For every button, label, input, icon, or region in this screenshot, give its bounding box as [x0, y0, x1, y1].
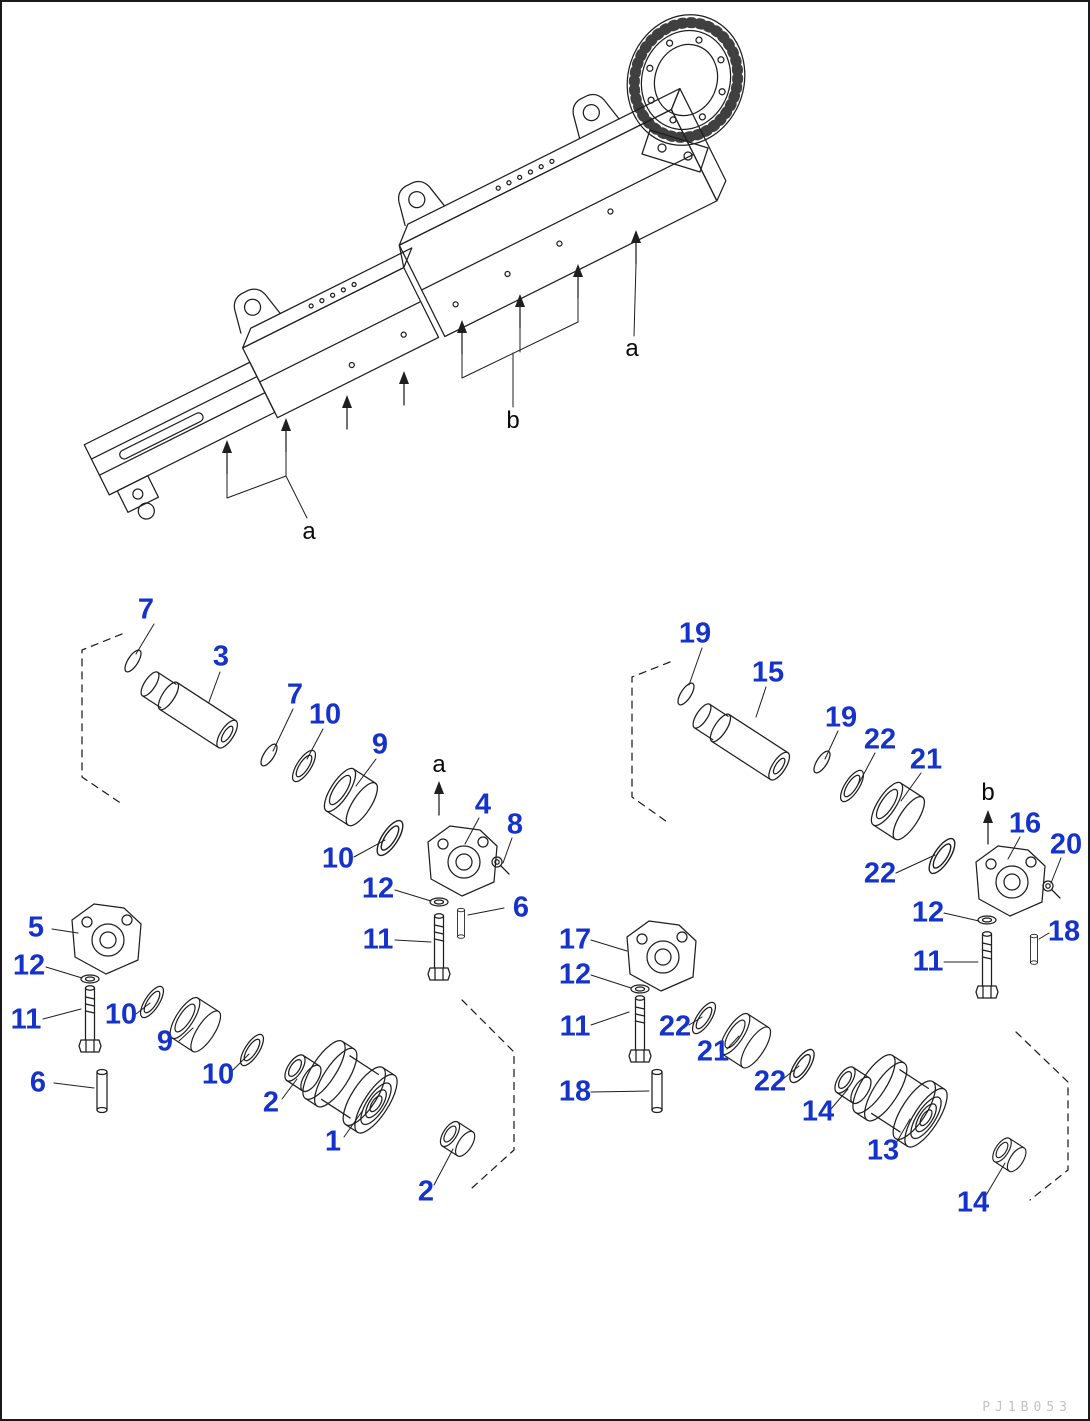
part-callout-11: 11 [362, 923, 394, 956]
part-callout-3: 3 [212, 640, 230, 673]
part-callout-10: 10 [321, 842, 355, 875]
part-callout-1: 1 [324, 1125, 342, 1158]
part-callout-14: 14 [956, 1186, 990, 1219]
part-callout-17: 17 [558, 923, 592, 956]
part-callout-10: 10 [201, 1058, 235, 1091]
part-callout-11: 11 [912, 945, 944, 978]
part-callout-4: 4 [474, 788, 492, 821]
part-callout-5: 5 [27, 911, 45, 944]
part-callout-19: 19 [824, 701, 858, 734]
section-letter-a: a [432, 751, 446, 778]
part-callout-12: 12 [911, 896, 945, 929]
part-callout-18: 18 [1047, 915, 1081, 948]
part-callout-6: 6 [29, 1066, 47, 1099]
part-callout-8: 8 [506, 808, 524, 841]
drawing-number: PJ1B053 [982, 1400, 1072, 1415]
right-roller-assembly [590, 647, 1069, 1201]
part-callout-7: 7 [137, 593, 155, 626]
part-callout-20: 20 [1049, 828, 1083, 861]
part-callout-10: 10 [308, 698, 342, 731]
part-callout-2: 2 [262, 1086, 280, 1119]
part-callout-9: 9 [371, 728, 389, 761]
part-callout-15: 15 [751, 656, 785, 689]
section-letter-b: b [981, 779, 995, 806]
part-callout-19: 19 [678, 617, 712, 650]
part-callout-11: 11 [559, 1010, 591, 1043]
part-callout-12: 12 [12, 949, 46, 982]
leader-lines-right [590, 647, 1062, 1198]
part-callout-22: 22 [658, 1010, 692, 1043]
part-callout-21: 21 [909, 743, 943, 776]
part-callout-12: 12 [361, 872, 395, 905]
part-callout-22: 22 [753, 1065, 787, 1098]
part-callout-7: 7 [286, 678, 304, 711]
leader-lines-left [42, 623, 513, 1186]
part-callout-22: 22 [863, 723, 897, 756]
part-callout-2: 2 [417, 1175, 435, 1208]
part-callout-16: 16 [1008, 807, 1042, 840]
part-callout-14: 14 [801, 1095, 835, 1128]
part-callout-21: 21 [696, 1035, 730, 1068]
bolt-position-arrows [221, 229, 642, 519]
track-frame-beam [83, 86, 727, 520]
part-callout-9: 9 [156, 1025, 174, 1058]
section-letter-a: a [302, 518, 316, 545]
part-callout-22: 22 [863, 857, 897, 890]
part-callout-11: 11 [10, 1003, 42, 1036]
part-callout-6: 6 [512, 891, 530, 924]
part-callout-13: 13 [866, 1134, 900, 1167]
left-roller-assembly [42, 623, 515, 1189]
track-frame-drawing [83, 14, 746, 520]
part-callout-12: 12 [558, 958, 592, 991]
part-callout-10: 10 [104, 998, 138, 1031]
part-callout-18: 18 [558, 1075, 592, 1108]
section-letter-b: b [506, 407, 520, 434]
section-letter-a: a [625, 335, 639, 362]
